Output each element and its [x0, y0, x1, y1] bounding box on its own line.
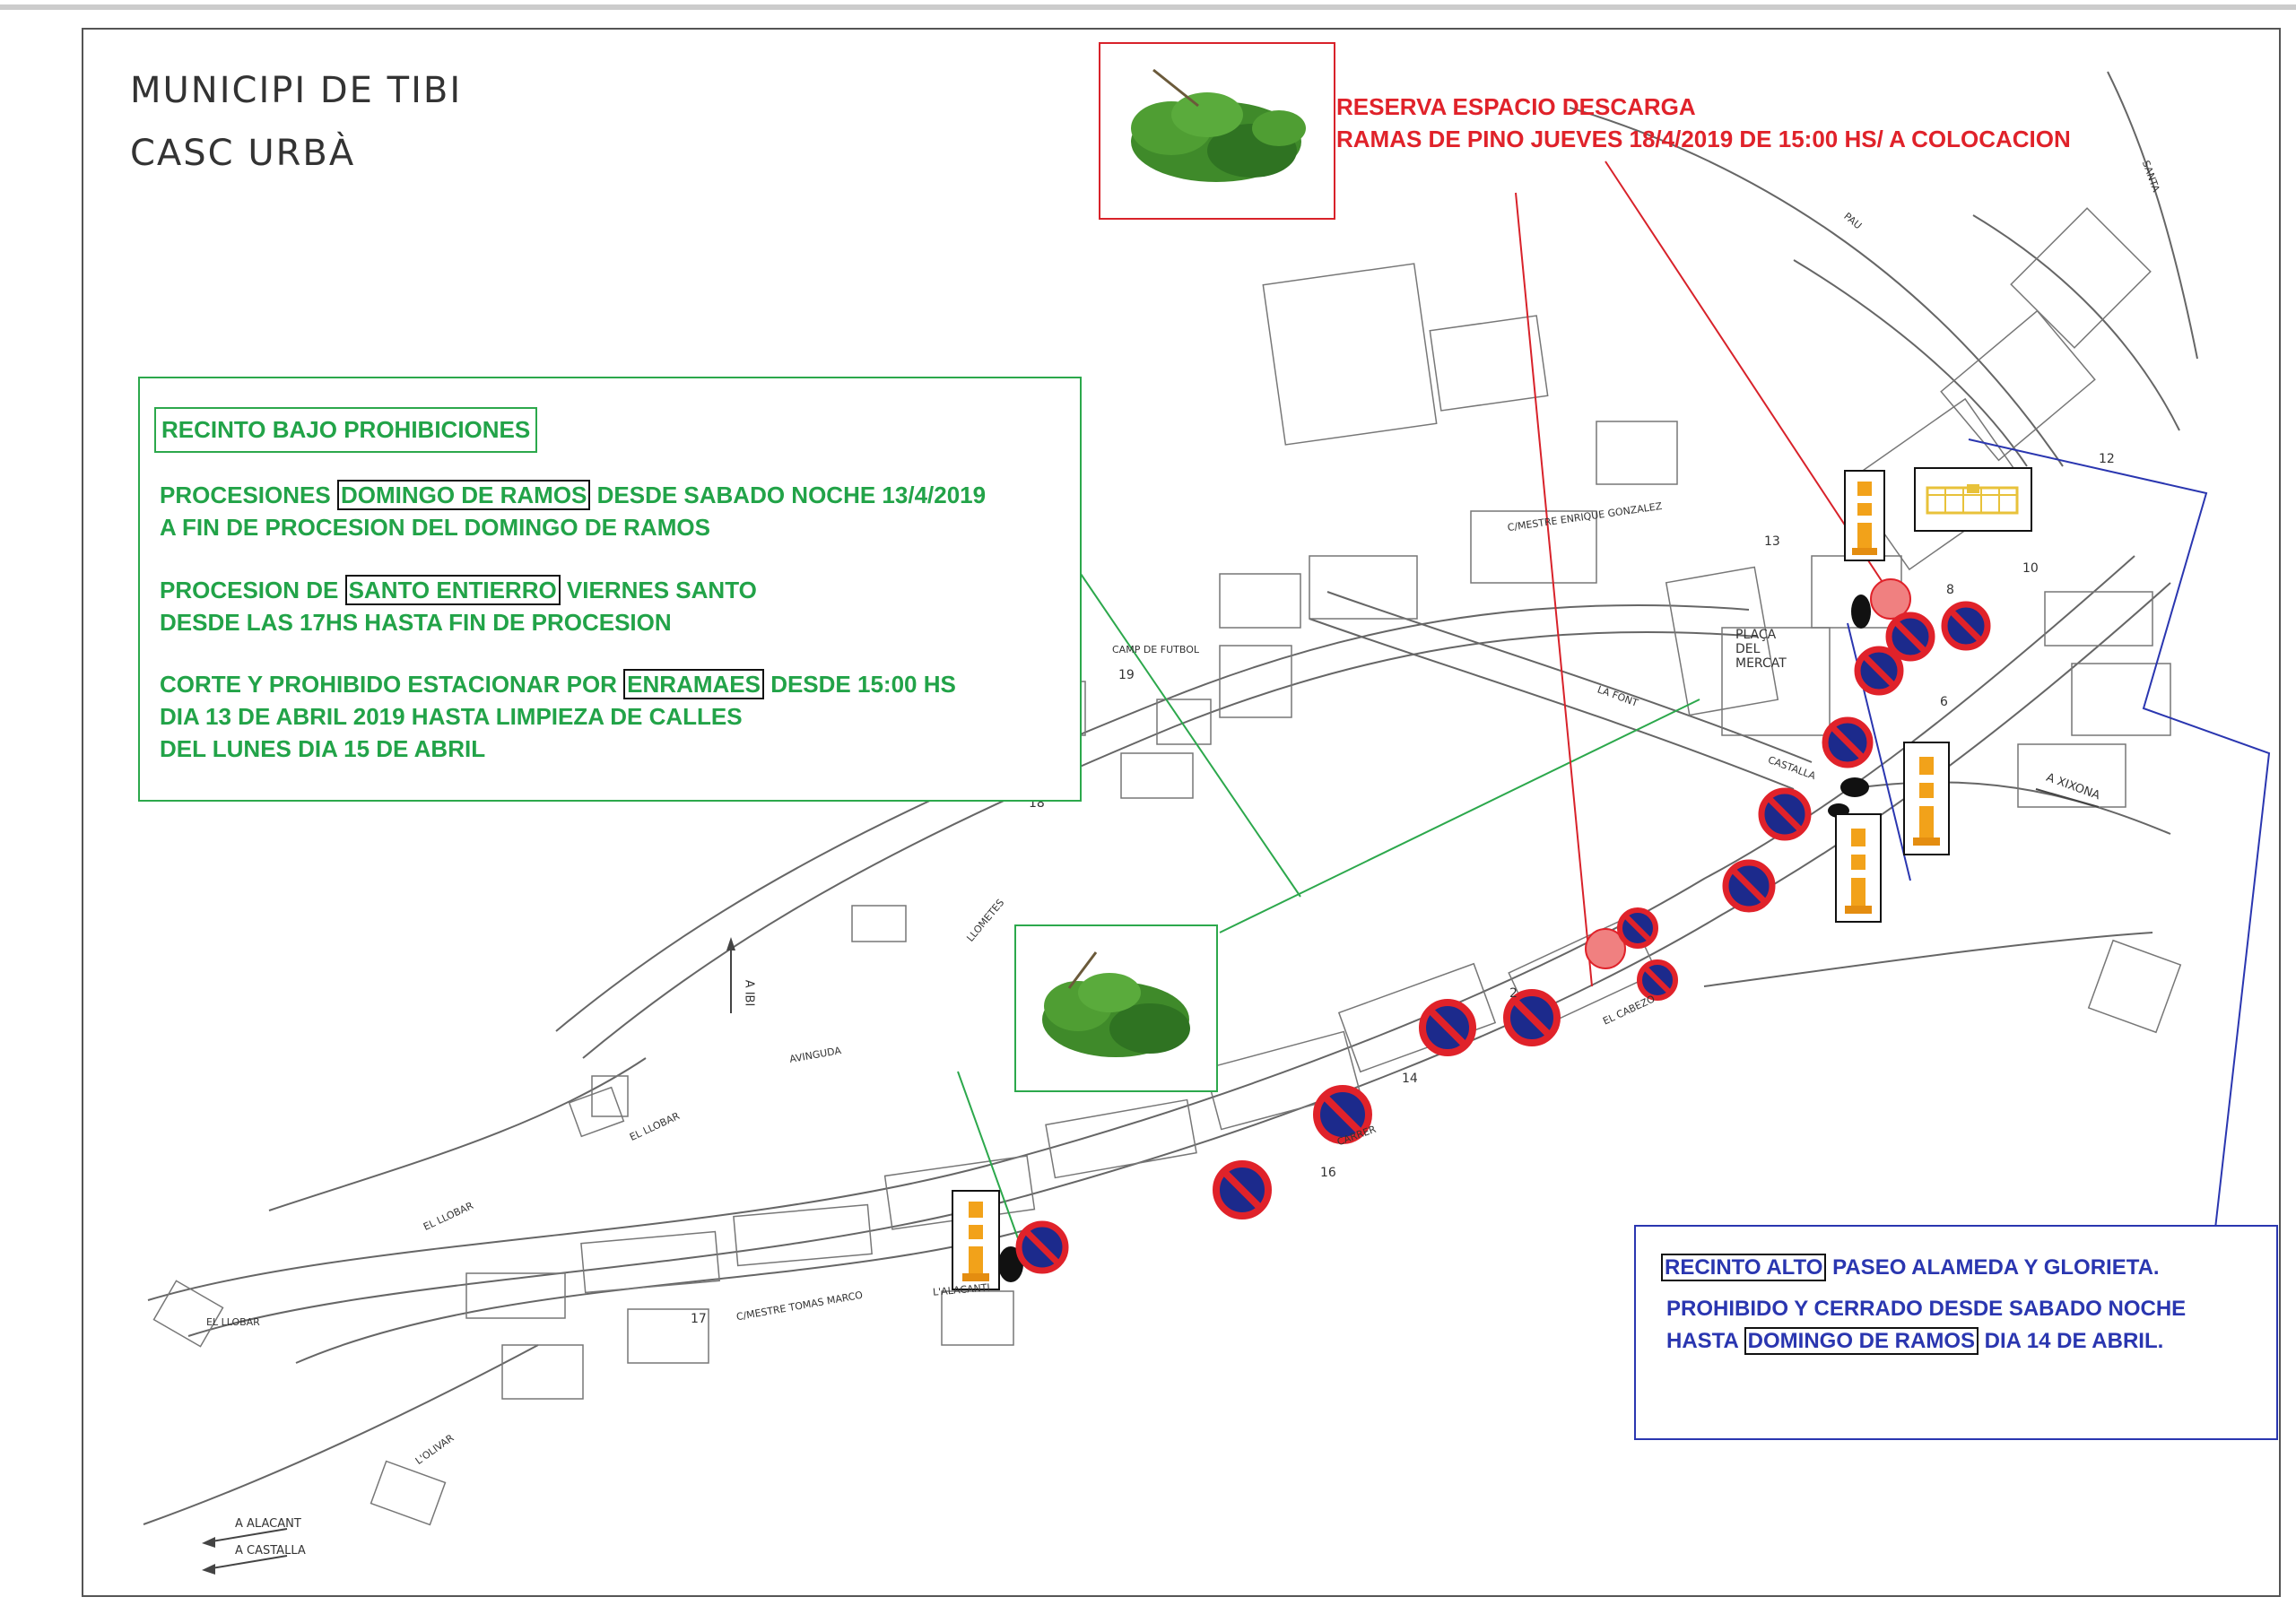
no-parking-signs	[1015, 601, 1991, 1274]
notice-green-p2-line2: DESDE LAS 17HS HASTA FIN DE PROCESION	[160, 609, 672, 636]
orange-bollard-icon	[952, 1190, 1000, 1290]
orange-bollard-icon	[1903, 742, 1950, 855]
pine-branches-icon	[1099, 42, 1335, 220]
barrier-markers	[998, 595, 1871, 1282]
no-parking-sign-icon	[1313, 1085, 1372, 1144]
no-parking-sign-icon	[1854, 646, 1904, 696]
notice-green-p1-line2: A FIN DE PROCESION DEL DOMINGO DE RAMOS	[160, 514, 710, 541]
marker-oval	[1851, 595, 1871, 629]
notice-green-p3-line1: CORTE Y PROHIBIDO ESTACIONAR POR ENRAMAE…	[160, 669, 956, 699]
boxed-term: DOMINGO DE RAMOS	[1744, 1327, 1979, 1355]
map-label-a-castalla: A CASTALLA	[235, 1544, 306, 1558]
notice-green-p2-line1: PROCESION DE SANTO ENTIERRO VIERNES SANT…	[160, 575, 757, 605]
notice-blue-line1: RECINTO ALTO PASEO ALAMEDA Y GLORIETA.	[1661, 1254, 2160, 1281]
notice-blue-line3: HASTA DOMINGO DE RAMOS DIA 14 DE ABRIL.	[1666, 1327, 2164, 1355]
reserved-spot-lower	[1585, 928, 1626, 969]
map-frame	[82, 28, 2281, 1597]
notice-blue-line2: PROHIBIDO Y CERRADO DESDE SABADO NOCHE	[1666, 1297, 2187, 1321]
no-parking-sign-icon	[1822, 716, 1874, 768]
no-parking-sign-icon	[1758, 787, 1812, 841]
connector-lines	[957, 161, 2271, 1252]
map-title: MUNICIPI DE TIBI	[130, 70, 463, 111]
notice-green-p1-line1: PROCESIONES DOMINGO DE RAMOS DESDE SABAD…	[160, 480, 987, 510]
no-parking-sign-icon	[1722, 859, 1776, 913]
map-label-a-alacant: A ALACANT	[235, 1517, 301, 1531]
map-label-num6: 6	[1940, 695, 1948, 709]
reserved-spot-upper	[1870, 578, 1911, 620]
reserved-spots	[1585, 578, 1911, 969]
orange-bollard-icon	[1835, 813, 1882, 923]
yellow-barrier-icon	[1914, 467, 2032, 532]
map-label-num13: 13	[1764, 534, 1780, 549]
no-parking-sign-icon	[1213, 1160, 1272, 1219]
pine-branches-icon	[1014, 924, 1218, 1092]
map-label-num14: 14	[1402, 1072, 1418, 1086]
boxed-term: RECINTO ALTO	[1661, 1254, 1827, 1281]
map-label-num10: 10	[2022, 561, 2039, 576]
notice-blue-panel	[1634, 1225, 2278, 1440]
boxed-term: ENRAMAES	[623, 669, 764, 699]
no-parking-sign-icon	[1503, 989, 1561, 1046]
no-parking-sign-icon	[1637, 959, 1678, 1001]
map-label-el-llobar: EL LLOBAR	[206, 1316, 260, 1328]
notice-green-panel	[138, 377, 1082, 802]
no-parking-sign-icon	[1941, 601, 1991, 651]
map-label-num17: 17	[691, 1312, 707, 1326]
map-label-a-ibi: A IBI	[742, 979, 756, 1007]
no-parking-sign-icon	[1617, 907, 1658, 949]
map-label-num2: 2	[1509, 986, 1518, 1001]
map-label-num12: 12	[2099, 452, 2115, 466]
notice-green-title: RECINTO BAJO PROHIBICIONES	[154, 407, 538, 453]
no-parking-sign-icon	[1885, 612, 1935, 662]
no-parking-sign-icon	[1419, 999, 1476, 1056]
no-parking-sign-icon	[1015, 1220, 1069, 1274]
notice-red-line2: RAMAS DE PINO JUEVES 18/4/2019 DE 15:00 …	[1336, 126, 2071, 152]
marker-oval	[1840, 777, 1869, 797]
notice-red-line1: RESERVA ESPACIO DESCARGA	[1336, 93, 1696, 120]
notice-green-p3-line3: DEL LUNES DIA 15 DE ABRIL	[160, 735, 486, 762]
map-label-camp: CAMP DE FUTBOL	[1112, 644, 1199, 655]
map-label-num16: 16	[1320, 1166, 1336, 1180]
map-subtitle: CASC URBÀ	[130, 133, 356, 174]
map-label-num19: 19	[1118, 668, 1135, 682]
orange-bollard-icon	[1844, 470, 1885, 561]
boxed-term: SANTO ENTIERRO	[344, 575, 561, 605]
map-label-num8: 8	[1946, 583, 1954, 597]
bollards	[952, 470, 1950, 1290]
boxed-term: DOMINGO DE RAMOS	[336, 480, 591, 510]
notice-green-p3-line2: DIA 13 DE ABRIL 2019 HASTA LIMPIEZA DE C…	[160, 703, 743, 730]
